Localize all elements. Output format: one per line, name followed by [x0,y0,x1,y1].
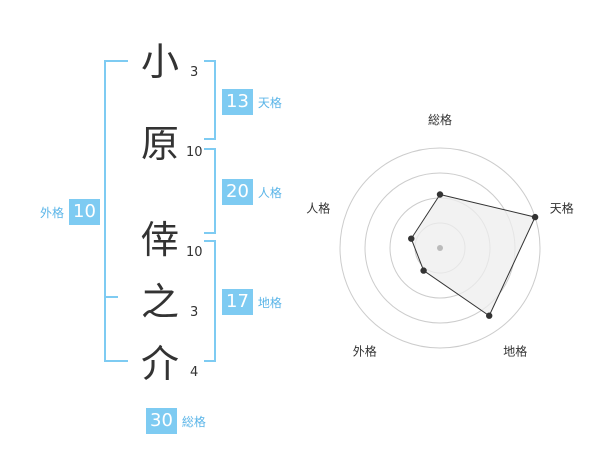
radar-points [408,191,539,319]
soukaku-badge: 30 総格 [146,408,206,434]
soukaku-label: 総格 [181,414,206,429]
chikaku-label: 地格 [257,295,282,310]
name-char-2: 原 [140,122,179,166]
radar-center-dot [437,245,443,251]
name-char-4: 之 [140,280,179,324]
jinkaku-value: 20 [222,179,253,205]
jinkaku-bracket [204,148,216,234]
chikaku-badge: 17 地格 [222,289,282,315]
name-char-1: 小 [140,40,179,84]
radar-point-5 [408,235,415,242]
radar-point-2 [531,213,539,221]
gaikaku-label: 外格 [40,205,65,220]
gaikaku-bracket-mid [104,296,118,298]
gaikaku-value: 10 [69,199,100,225]
radar-axis-label-2: 天格 [550,200,574,215]
name-char-5: 介 [140,342,179,386]
tenkaku-badge: 13 天格 [222,89,282,115]
radar-point-3 [486,312,493,319]
gaikaku-bracket [104,60,128,362]
radar-axis-label-4: 外格 [353,344,377,359]
tenkaku-label: 天格 [257,95,282,110]
radar-ring-4 [339,147,541,349]
chikaku-bracket [204,240,216,362]
name-char-3: 倖 [140,218,179,262]
radar-point-1 [436,191,444,198]
chikaku-value: 17 [222,289,253,315]
tenkaku-bracket [204,60,216,140]
gaikaku-badge: 外格 10 [40,199,100,225]
stroke-count-2: 10 [186,145,203,160]
soukaku-value: 30 [146,408,177,434]
jinkaku-label: 人格 [257,185,282,200]
jinkaku-badge: 20 人格 [222,179,282,205]
stroke-count-5: 4 [190,365,199,380]
stroke-count-4: 3 [190,305,199,320]
radar-axis-label-5: 人格 [306,200,330,215]
stroke-count-1: 3 [190,65,199,80]
tenkaku-value: 13 [222,89,253,115]
radar-point-4 [420,267,427,274]
radar-series-polygon [410,193,536,317]
radar-axis-label-3: 地格 [503,344,527,359]
radar-axis-label-1: 総格 [428,112,452,127]
stroke-count-3: 10 [186,245,203,260]
